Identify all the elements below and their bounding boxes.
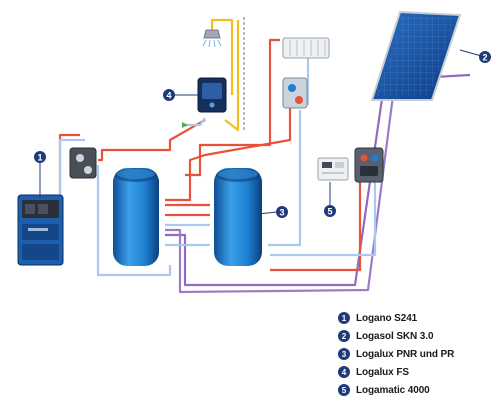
heating-flow-buffer [165, 105, 292, 202]
legend-item-3: 3 Logalux PNR und PR [338, 346, 454, 362]
solar-pipe-flow [165, 79, 397, 294]
legend-item-5: 5 Logamatic 4000 [338, 382, 454, 398]
dhw-hot-pipe-2 [224, 20, 240, 132]
svg-text:5: 5 [327, 207, 332, 217]
legend-number: 3 [338, 348, 350, 360]
callout-3: 3 [276, 206, 288, 218]
return-to-tank [96, 165, 172, 277]
radiator-pump-group [282, 77, 308, 109]
legend-label: Logalux PNR und PR [356, 348, 455, 360]
solar-station-pipe-2 [270, 160, 377, 257]
return-main [58, 138, 85, 210]
svg-text:3: 3 [279, 208, 284, 218]
legend-item-2: 2 Logasol SKN 3.0 [338, 328, 454, 344]
legend-number: 1 [338, 312, 350, 324]
svg-text:1: 1 [37, 153, 42, 163]
callout-4: 4 [163, 89, 175, 101]
callout-2: 2 [479, 51, 491, 63]
svg-text:4: 4 [166, 91, 171, 101]
callout-5: 5 [324, 205, 336, 217]
logamatic-controller [317, 157, 349, 181]
fresh-water-station [197, 77, 227, 113]
cold-water-inlet-arrow [182, 122, 188, 128]
radiator [282, 37, 330, 59]
legend-label: Logasol SKN 3.0 [356, 330, 434, 342]
legend-item-4: 4 Logalux FS [338, 364, 454, 380]
legend-number: 5 [338, 384, 350, 396]
solar-pipe-return [165, 77, 387, 287]
legend: 1 Logano S241 2 Logasol SKN 3.0 3 Logalu… [338, 310, 454, 400]
solar-station [354, 147, 384, 183]
shower-head [202, 29, 222, 48]
svg-text:2: 2 [482, 53, 487, 63]
callout-1: 1 [34, 151, 46, 163]
dhw-hot-pipe [210, 18, 234, 95]
solar-collector [370, 10, 462, 101]
legend-number: 4 [338, 366, 350, 378]
heating-flow-to-tank [98, 119, 206, 162]
legend-item-1: 1 Logano S241 [338, 310, 454, 326]
legend-label: Logalux FS [356, 366, 409, 378]
boiler [17, 194, 64, 266]
buffer-tank-left [113, 168, 159, 266]
legend-label: Logamatic 4000 [356, 384, 430, 396]
heating-flow-radiator [185, 38, 280, 177]
boiler-pump-group [69, 147, 97, 179]
buffer-tank-right [214, 168, 262, 266]
legend-number: 2 [338, 330, 350, 342]
legend-label: Logano S241 [356, 312, 418, 324]
return-buffer [268, 110, 302, 247]
